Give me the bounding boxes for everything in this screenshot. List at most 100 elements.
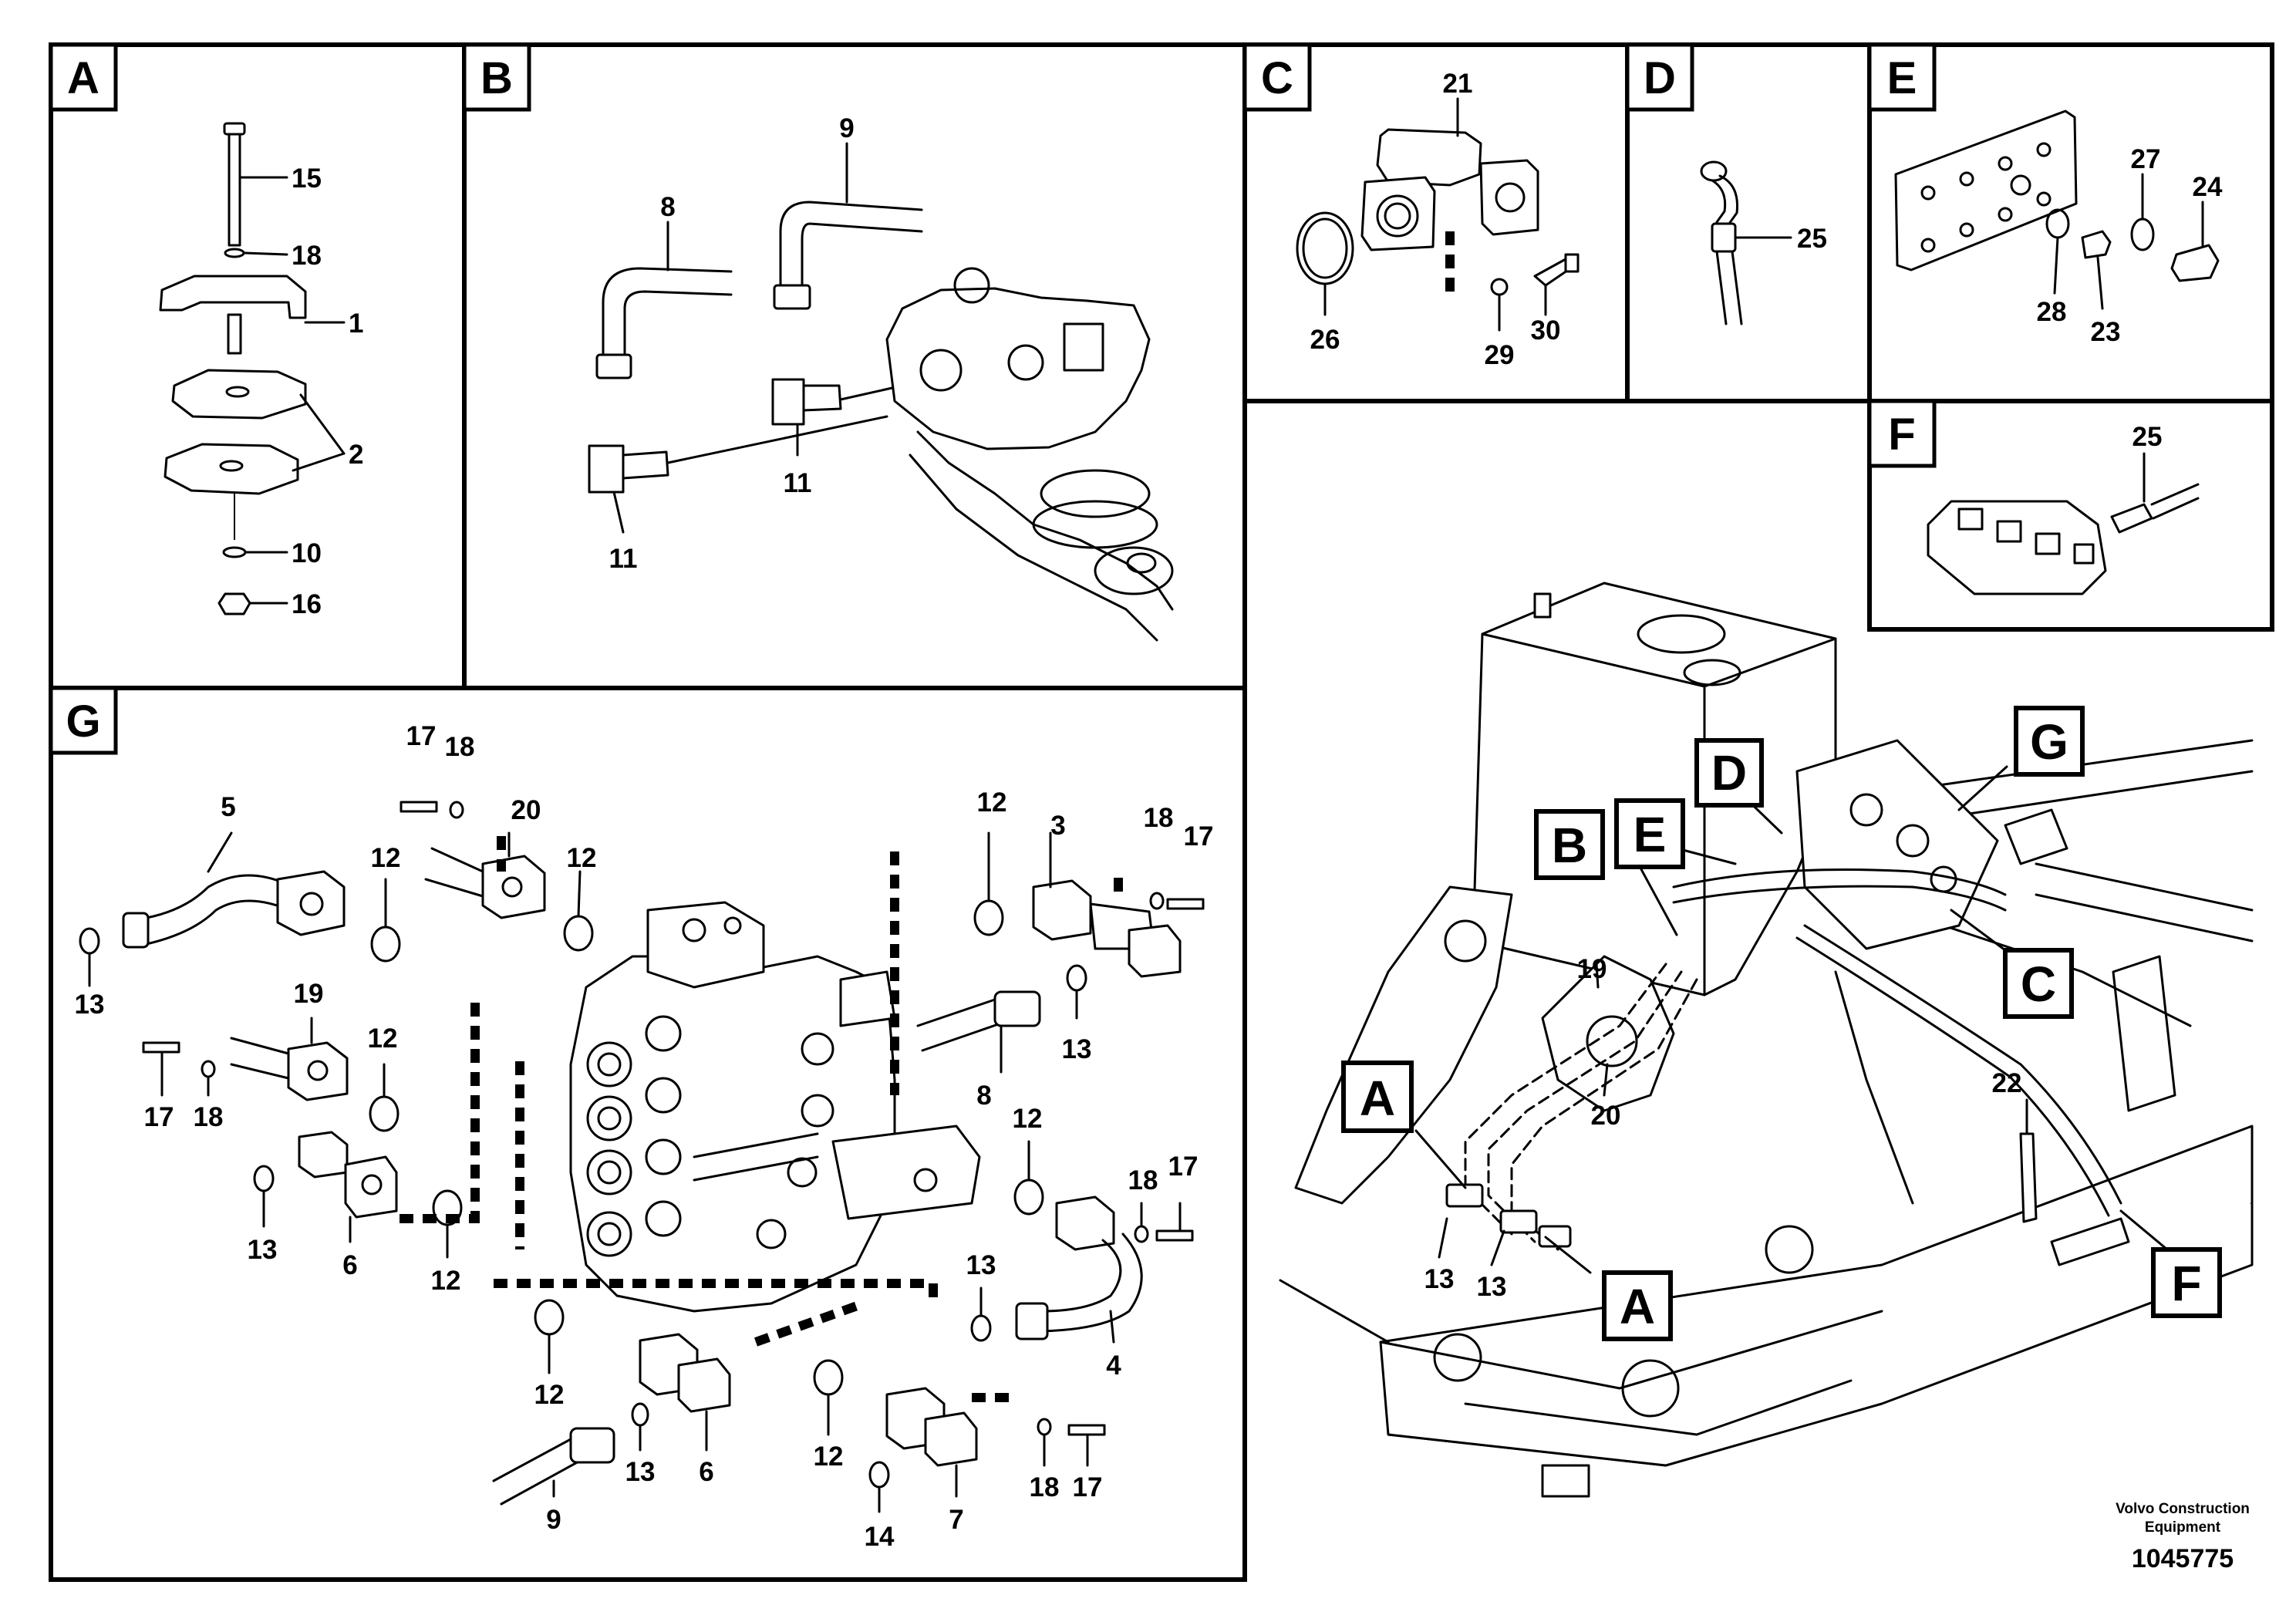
callout-17-a: 17 [406,721,437,751]
callout-10: 10 [292,538,322,568]
callout-27: 27 [2131,144,2161,174]
callout-12-h: 12 [814,1442,844,1472]
panel-g-letter: G [66,696,100,747]
drawing-number: 1045775 [2132,1544,2234,1573]
panel-g-leaders [88,831,1182,1513]
svg-text:C: C [2021,956,2056,1012]
panel-b-drawing [588,201,1174,642]
panel-a-leaders [239,176,346,605]
callout-18-c: 18 [194,1102,224,1132]
machine-overview [1279,582,2254,1498]
panel-d-drawing [1700,160,1743,325]
callout-18-b: 18 [1144,803,1174,833]
callout-11-lower: 11 [609,544,638,574]
callout-17-b: 17 [1184,821,1214,851]
callout-13-c: 13 [248,1235,278,1265]
callout-16: 16 [292,589,322,619]
callout-30: 30 [1531,315,1561,346]
panel-c-letter: C [1261,53,1293,103]
callout-12-a: 12 [371,843,401,873]
callout-13-e: 13 [625,1457,656,1487]
panel-c-drawing [1296,128,1580,296]
company-name-line2: Equipment [2145,1519,2221,1536]
svg-text:G: G [2030,714,2068,770]
callout-9: 9 [839,113,854,143]
locator-e: E [1614,798,1685,869]
callout-18-e: 18 [1030,1472,1060,1502]
callout-13-overview-b: 13 [1477,1272,1507,1302]
company-name-line1: Volvo Construction [2116,1501,2250,1517]
callout-6-a: 6 [342,1250,357,1280]
panel-c: C 21 26 29 30 [1242,42,1630,403]
svg-text:B: B [1552,818,1587,873]
panel-e-drawing [1894,110,2220,282]
callout-13-overview-a: 13 [1424,1264,1455,1294]
locator-a-upper: A [1341,1061,1414,1133]
callout-29: 29 [1485,340,1515,370]
callout-7: 7 [949,1505,963,1535]
panel-a-drawing [159,122,307,615]
panel-e-leaders [2053,173,2204,310]
callout-18-d: 18 [1128,1165,1158,1195]
callout-12-g: 12 [534,1380,565,1410]
callout-9-g: 9 [546,1505,561,1535]
callout-19: 19 [294,979,324,1009]
panel-f-drawing [1927,483,2200,595]
locator-d: D [1694,738,1764,808]
callout-28: 28 [2037,297,2067,327]
panel-a: A 15 18 1 2 10 16 [49,42,467,690]
panel-a-letter: A [67,53,99,103]
callout-12-c: 12 [977,787,1007,818]
locator-f: F [2151,1247,2222,1318]
panel-b-letter: B [480,53,513,103]
panel-d-letter: D [1644,53,1676,103]
callout-13-d: 13 [966,1250,996,1280]
callout-20: 20 [511,795,541,825]
callout-25-f: 25 [2132,422,2163,452]
panel-g-dashes [390,836,1123,1402]
callout-12-f: 12 [431,1266,461,1296]
callout-15: 15 [292,164,322,194]
callout-26: 26 [1310,325,1340,355]
svg-text:A: A [1620,1279,1655,1334]
callout-12-e: 12 [1013,1104,1043,1134]
callout-5: 5 [221,792,235,822]
callout-14: 14 [865,1522,895,1552]
svg-text:E: E [1633,807,1667,862]
panel-d: D 25 [1625,42,1872,403]
callout-13-b: 13 [1062,1034,1092,1064]
callout-8-g: 8 [976,1081,991,1111]
panel-c-leaders [1323,97,1547,332]
callout-18-a: 18 [445,732,475,762]
callout-21: 21 [1443,69,1473,99]
callout-18: 18 [292,241,322,271]
callout-6-b: 6 [699,1457,713,1487]
svg-text:A: A [1360,1071,1395,1126]
callout-23: 23 [2091,317,2121,347]
callout-19-overview: 19 [1577,954,1607,984]
panel-b: B [462,42,1247,690]
callout-11-upper: 11 [784,468,812,498]
callout-8: 8 [660,192,675,222]
panel-f: F 25 [1867,399,2274,632]
locator-c: C [2003,948,2074,1019]
control-valve-block [569,901,981,1313]
callout-17-e: 17 [1073,1472,1103,1502]
callout-25: 25 [1797,224,1827,254]
callout-17-d: 17 [1168,1152,1199,1182]
callout-12-d: 12 [368,1023,398,1054]
panel-e: E 27 24 28 23 [1867,42,2274,403]
callout-13-a: 13 [75,990,105,1020]
locator-b: B [1534,809,1605,880]
panel-b-leaders [612,142,848,534]
callout-24: 24 [2193,172,2223,202]
panel-g-parts [79,801,1205,1506]
callout-3: 3 [1050,811,1065,841]
locator-g: G [2014,706,2085,777]
callout-20-overview: 20 [1591,1101,1621,1131]
callout-4: 4 [1106,1351,1121,1381]
callout-12-b: 12 [567,843,597,873]
panel-e-letter: E [1887,53,1917,103]
callout-22-overview: 22 [1992,1068,2022,1098]
